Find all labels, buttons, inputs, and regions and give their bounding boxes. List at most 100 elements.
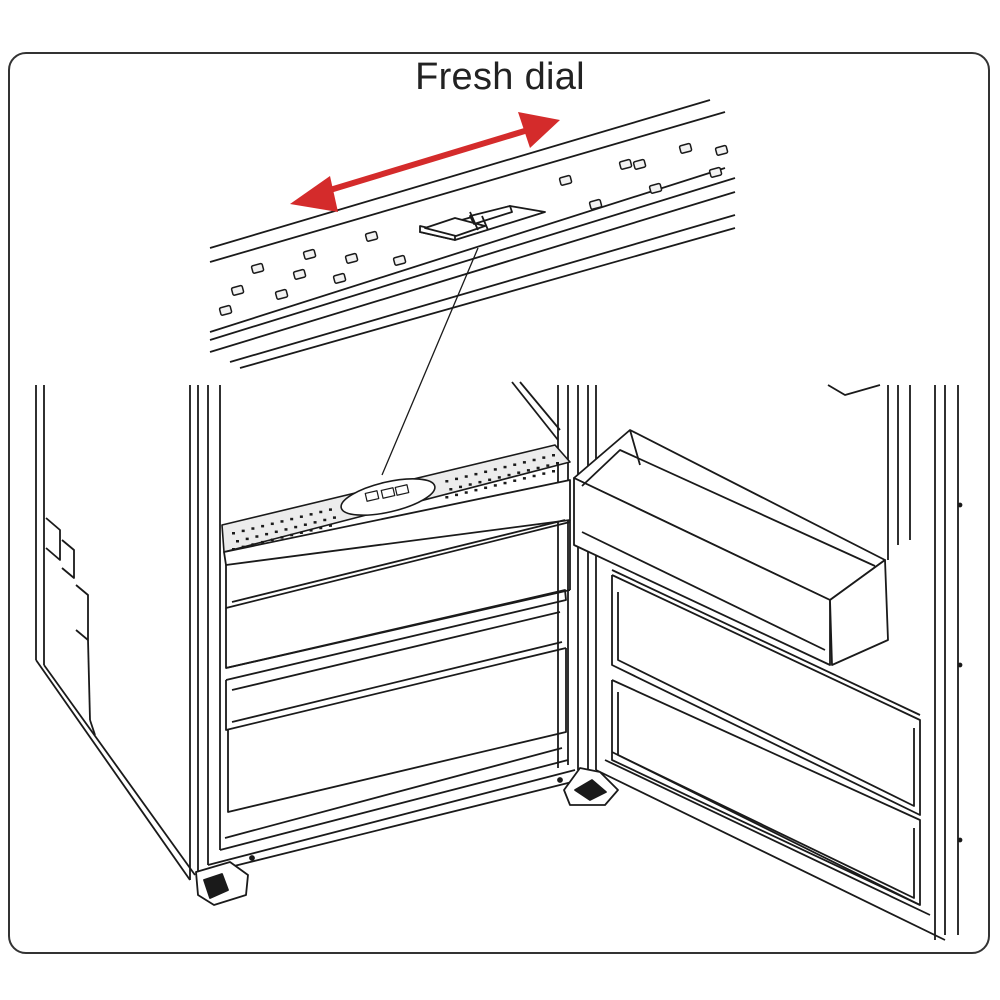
vent-hole: [299, 515, 303, 518]
control-strip-zoom: [209, 99, 736, 476]
vent-hole-pattern: [218, 142, 729, 316]
vent-hole: [714, 144, 729, 156]
vent-hole: [270, 522, 274, 526]
vent-hole: [503, 465, 507, 469]
vent-hole: [632, 158, 647, 170]
vent-hole: [328, 508, 332, 511]
vent-hole: [290, 533, 294, 537]
diagram-frame: [8, 52, 990, 954]
vent-hole: [344, 252, 359, 264]
vent-hole: [455, 477, 459, 481]
vent-hole: [497, 476, 501, 479]
vent-hole: [526, 469, 530, 472]
vent-hole: [313, 521, 317, 524]
vent-hole: [708, 166, 723, 178]
vent-hole: [546, 464, 550, 467]
vent-hole: [464, 475, 468, 478]
vent-hole: [503, 481, 507, 485]
vent-hole: [364, 230, 379, 242]
vent-hole: [507, 473, 511, 477]
vent-hole: [292, 268, 307, 280]
vent-hole: [261, 540, 265, 544]
vent-hole: [236, 540, 239, 543]
vent-hole: [218, 304, 233, 316]
vent-hole: [532, 458, 536, 462]
hinge-left: [195, 861, 249, 906]
vent-hole: [445, 480, 449, 483]
vent-hole: [284, 528, 288, 531]
vent-hole: [251, 543, 255, 546]
vent-hole: [678, 142, 693, 154]
vent-hole: [532, 474, 536, 478]
double-arrow-icon: [290, 112, 560, 212]
vent-hole: [230, 284, 245, 296]
vent-hole: [474, 488, 478, 492]
vent-hole: [323, 518, 327, 522]
vent-hole: [265, 532, 269, 536]
vent-hole: [542, 456, 546, 459]
vent-hole: [513, 463, 517, 466]
vent-hole: [232, 532, 235, 535]
vent-hole: [648, 182, 663, 194]
diagram-title: Fresh dial: [415, 56, 585, 98]
vent-hole: [392, 254, 407, 266]
vent-hole: [280, 536, 284, 539]
vent-hole: [484, 486, 488, 490]
vent-hole: [445, 496, 449, 499]
vent-hole: [517, 471, 521, 474]
vent-hole: [303, 523, 307, 526]
vent-hole: [522, 477, 526, 480]
vent-hole: [261, 524, 265, 528]
vent-hole: [493, 484, 497, 487]
vent-hole: [449, 488, 453, 491]
vent-hole: [328, 524, 332, 527]
vent-hole: [558, 174, 573, 186]
vent-hole: [484, 470, 488, 474]
vent-hole: [290, 517, 294, 521]
fresh-dial-icon: [419, 205, 546, 241]
vent-hole: [552, 454, 555, 457]
vent-hole: [618, 158, 633, 170]
vent-hole: [542, 472, 546, 475]
vent-hole: [488, 478, 492, 482]
vent-hole: [299, 531, 303, 534]
leader-line: [381, 247, 479, 476]
vent-hole: [478, 480, 482, 484]
vent-hole: [536, 466, 540, 470]
vent-hole: [255, 535, 259, 538]
crisper-drawer-lower: [225, 589, 567, 813]
vent-hole: [332, 516, 336, 519]
vent-hole: [464, 491, 468, 494]
vent-hole: [241, 529, 245, 533]
refrigerator-door: [563, 384, 963, 941]
vent-hole: [552, 470, 555, 473]
vent-hole: [513, 479, 517, 482]
hinge-right: [563, 767, 619, 806]
vent-hole: [251, 527, 255, 530]
vent-hole: [468, 483, 472, 486]
vent-hole: [309, 529, 313, 532]
vent-hole: [493, 468, 497, 471]
vent-hole: [522, 461, 526, 464]
vent-hole: [274, 530, 278, 534]
vent-hole: [319, 510, 323, 514]
vent-hole: [241, 545, 245, 549]
vent-hole: [474, 472, 478, 476]
vent-hole: [280, 520, 284, 523]
vent-hole: [274, 288, 289, 300]
vent-hole: [245, 537, 249, 541]
vent-hole: [302, 248, 317, 260]
vent-hole: [459, 485, 463, 489]
vent-hole: [250, 262, 265, 274]
vent-hole: [309, 513, 313, 516]
vent-hole: [588, 198, 603, 210]
vent-hole: [319, 526, 323, 530]
door-bin: [573, 429, 889, 666]
vent-hole: [332, 272, 347, 284]
vent-hole: [556, 462, 559, 465]
vent-hole: [294, 525, 298, 529]
vent-hole: [270, 538, 274, 542]
inner-vent-holes: [232, 454, 559, 551]
refrigerator-cabinet: [35, 381, 581, 906]
